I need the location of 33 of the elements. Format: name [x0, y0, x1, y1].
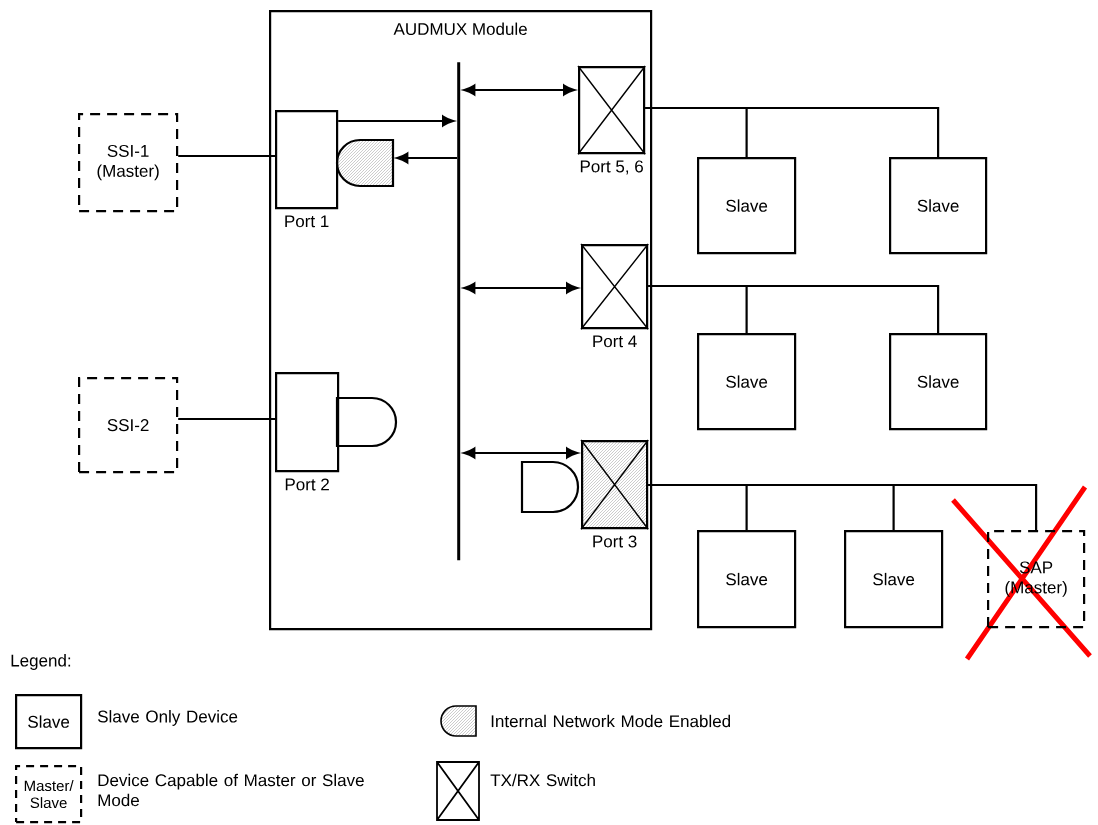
- connector-line: [648, 483, 1038, 530]
- legend-heading: Legend:: [11, 654, 71, 670]
- master-device-box: SSI-2: [78, 377, 179, 474]
- device-box: Slave: [697, 333, 797, 431]
- connector-line: [178, 417, 275, 421]
- arrow: [463, 84, 576, 96]
- device-box: Slave: [697, 530, 797, 629]
- legend-text: Internal Network Mode Enabled: [491, 714, 730, 728]
- arrow: [338, 115, 455, 127]
- port-label: Port 5, 6: [580, 160, 643, 175]
- device-box: Slave: [844, 530, 944, 629]
- network-mode-symbol: [520, 460, 580, 514]
- network-mode-symbol: [335, 138, 395, 188]
- arrow: [396, 152, 457, 164]
- port-label: Port 1: [285, 215, 329, 228]
- legend-text: TX/RX Switch: [490, 773, 595, 787]
- device-box: Slave: [889, 333, 988, 431]
- legend-text: Slave Only Device: [97, 710, 238, 726]
- master-device-box: SSI-1 (Master): [78, 113, 179, 213]
- network-mode-symbol: [335, 396, 398, 448]
- connector-line: [178, 154, 275, 158]
- port-label: Port 4: [593, 335, 637, 348]
- device-box: Slave: [889, 157, 988, 255]
- port-label: Port 2: [285, 478, 329, 491]
- connector-line: [648, 284, 940, 333]
- connector-line: [645, 106, 940, 157]
- arrow: [463, 282, 579, 294]
- legend-sample-box: Master/ Slave: [15, 765, 83, 824]
- arrow: [463, 447, 579, 459]
- legend-text: Device Capable of Master or Slave Mode: [98, 773, 364, 807]
- device-box: Slave: [697, 157, 797, 255]
- port-label: Port 3: [593, 535, 637, 548]
- legend-sample-box: Slave: [15, 694, 83, 750]
